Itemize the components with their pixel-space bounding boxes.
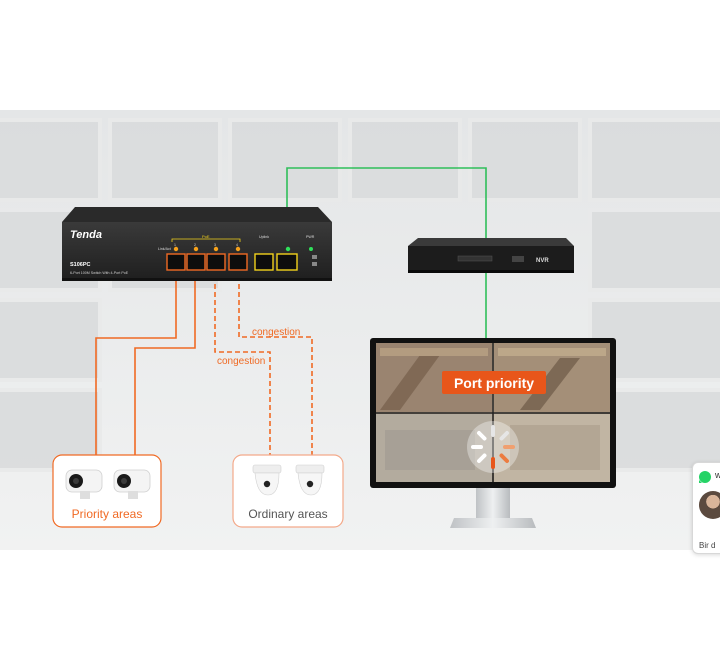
chat-message-fragment: Bir d — [699, 541, 716, 550]
uplink-port-1 — [254, 253, 274, 271]
bullet-camera-icon-1 — [65, 469, 103, 499]
avatar — [699, 491, 720, 519]
monitor: Port priority — [370, 338, 616, 528]
poe-ports — [166, 253, 248, 271]
priority-link-1 — [95, 260, 177, 455]
ordinary-areas-group: Ordinary areas — [232, 454, 344, 528]
uplink-port-2 — [276, 253, 298, 271]
poe-port-4 — [228, 253, 248, 271]
port-number-1: 1 — [174, 243, 176, 247]
port-led-1 — [173, 246, 179, 252]
poe-switch: Tenda S106PC 6-Port 100M Switch With 4-P… — [62, 207, 332, 281]
congestion-link-1 — [238, 260, 313, 455]
buffering-spinner-icon — [467, 421, 519, 473]
port-priority-text: Port priority — [454, 375, 534, 391]
priority-areas-group: Priority areas — [52, 454, 162, 528]
dome-camera-icon-1 — [252, 464, 282, 496]
switch-description: 6-Port 100M Switch With 4-Port PoE — [70, 271, 129, 275]
uplink-ports — [254, 253, 298, 271]
priority-link-2 — [134, 260, 196, 455]
switch-linkact-label: Link/Act — [158, 247, 171, 251]
dome-camera-icon-2 — [295, 464, 325, 496]
switch-brand-logo: Tenda — [70, 229, 102, 241]
ordinary-areas-label: Ordinary areas — [248, 507, 327, 521]
priority-areas-label: Priority areas — [72, 507, 143, 521]
port-led-2 — [193, 246, 199, 252]
switch-uplink-label: Uplink — [259, 235, 269, 239]
bullet-camera-icon-2 — [113, 469, 151, 499]
switch-power-label: PWR — [306, 235, 315, 239]
port-number-2: 2 — [194, 243, 196, 247]
chat-title-fragment: w — [715, 470, 720, 480]
switch-model: S106PC — [70, 262, 91, 268]
chat-widget[interactable]: w Bir d — [692, 462, 720, 554]
network-diagram: congestion congestion Tenda S106PC 6-Por… — [0, 110, 720, 550]
whatsapp-icon — [699, 471, 711, 483]
poe-port-3 — [206, 253, 226, 271]
port-led-4 — [235, 246, 241, 252]
congestion-label-b: congestion — [217, 356, 265, 367]
poe-port-2 — [186, 253, 206, 271]
switch-poe-label: PoE — [202, 234, 210, 239]
congestion-label-a: congestion — [252, 327, 300, 338]
power-led — [309, 247, 313, 251]
nvr-label: NVR — [536, 258, 549, 264]
uplink-led — [285, 246, 291, 252]
nvr-device: NVR — [408, 238, 574, 273]
port-number-3: 3 — [214, 243, 216, 247]
port-number-4: 4 — [236, 243, 238, 247]
poe-port-1 — [166, 253, 186, 271]
port-priority-banner — [442, 371, 546, 394]
port-led-3 — [213, 246, 219, 252]
